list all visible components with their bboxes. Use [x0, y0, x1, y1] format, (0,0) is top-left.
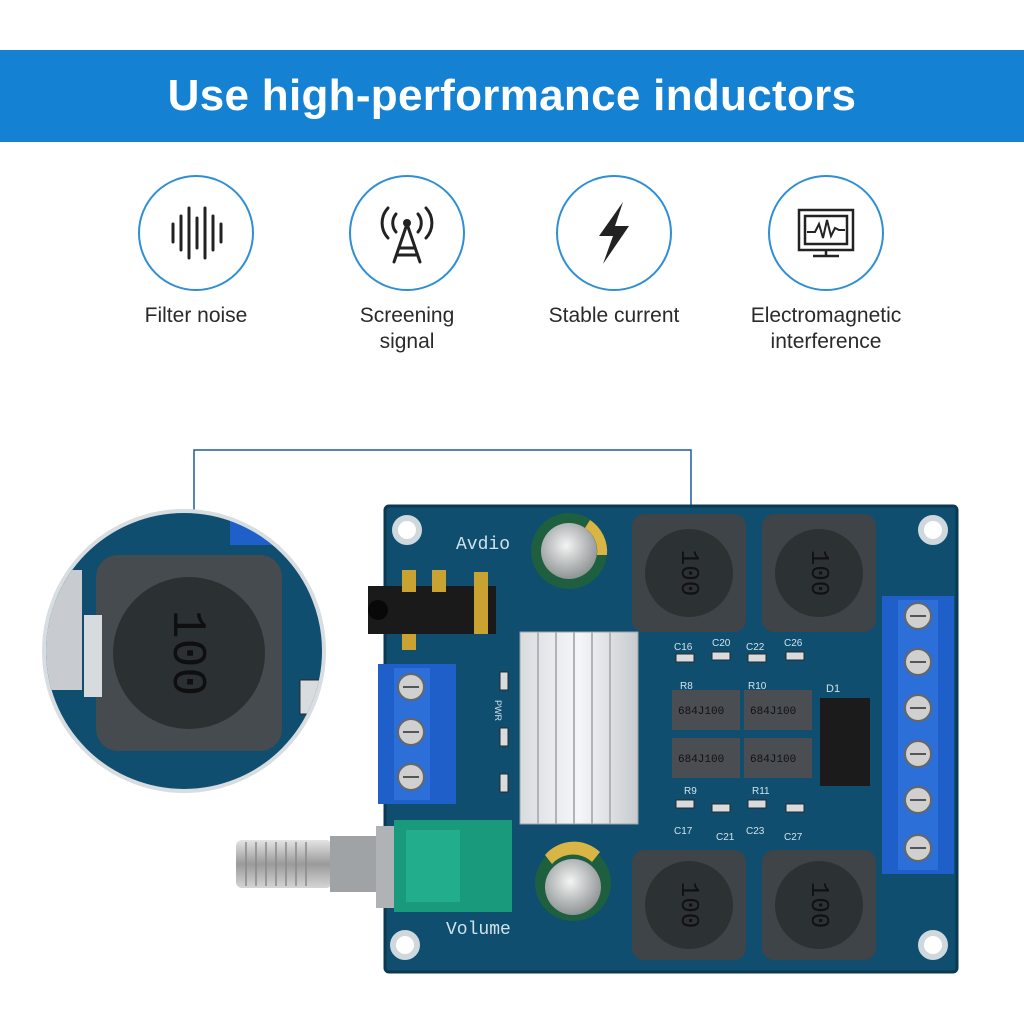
svg-text:100: 100 [804, 550, 834, 597]
banner-title: Use high-performance inductors [167, 71, 857, 120]
feature-circle [138, 175, 254, 291]
inductor-4: 100 [762, 850, 876, 960]
svg-text:C22: C22 [746, 642, 765, 653]
svg-text:684J100: 684J100 [750, 754, 796, 766]
svg-text:C17: C17 [674, 826, 693, 837]
smd-parts [499, 651, 805, 813]
lightning-bolt-icon [599, 202, 629, 264]
svg-text:R10: R10 [748, 681, 767, 692]
feature-label: Filter noise [144, 304, 248, 327]
callout-line [193, 449, 692, 568]
inductor-zoom-detail: 100 [42, 509, 326, 793]
audio-jack [368, 570, 496, 650]
svg-text:R9: R9 [684, 786, 697, 797]
svg-text:100: 100 [804, 882, 834, 929]
terminal-block-left [378, 664, 456, 804]
svg-text:C20: C20 [712, 638, 731, 649]
feature-electromagnetic-interference: Electromagnetic interference [726, 175, 926, 355]
feature-screening-signal: Screening signal [307, 175, 507, 355]
mounting-holes [390, 515, 948, 960]
feature-filter-noise: Filter noise [96, 175, 296, 329]
svg-text:C23: C23 [746, 826, 765, 837]
svg-text:684J100: 684J100 [678, 706, 724, 718]
volume-potentiometer [236, 820, 512, 912]
svg-text:684J100: 684J100 [750, 706, 796, 718]
heat-sink [519, 631, 639, 825]
svg-text:100: 100 [674, 550, 704, 597]
feature-label: Stable current [548, 304, 680, 327]
amplifier-board-photo: Avdio Volume [0, 380, 1024, 1024]
sound-wave-icon [171, 206, 223, 260]
capacitor-bottom [535, 841, 611, 921]
title-banner: Use high-performance inductors [0, 50, 1024, 142]
feature-label: Electromagnetic interference [750, 304, 902, 353]
svg-text:C26: C26 [784, 638, 803, 649]
svg-text:R11: R11 [752, 786, 770, 797]
board-illustration: Avdio Volume [42, 449, 959, 974]
svg-text:C16: C16 [674, 642, 693, 653]
terminal-block-right [882, 596, 954, 874]
feature-circle [768, 175, 884, 291]
svg-text:C21: C21 [716, 832, 735, 843]
diode-d1 [820, 698, 870, 786]
feature-circle [556, 175, 672, 291]
feature-label: Screening signal [359, 304, 455, 353]
feature-stable-current: Stable current [514, 175, 714, 329]
capacitor-top [531, 513, 608, 589]
pwr-label: PWR [493, 700, 503, 721]
inductor-1: 100 [632, 514, 746, 632]
silkscreen-audio: Avdio [456, 535, 510, 555]
silkscreen-volume: Volume [446, 920, 511, 940]
svg-text:100: 100 [674, 882, 704, 929]
svg-text:C27: C27 [784, 832, 803, 843]
svg-text:100: 100 [159, 610, 213, 696]
inductor-3: 100 [632, 850, 746, 960]
feature-circle [349, 175, 465, 291]
inductor-2: 100 [762, 514, 876, 632]
oscilloscope-monitor-icon [797, 208, 855, 258]
component-labels: C16 C20 C22 C26 R8 R10 R9 R11 C17 C21 C2… [674, 638, 803, 843]
signal-tower-icon [380, 206, 434, 264]
film-capacitors: 684J100 684J100 684J100 684J100 [672, 690, 812, 778]
diode-label: D1 [826, 683, 840, 695]
svg-text:684J100: 684J100 [678, 754, 724, 766]
svg-text:R8: R8 [680, 681, 693, 692]
